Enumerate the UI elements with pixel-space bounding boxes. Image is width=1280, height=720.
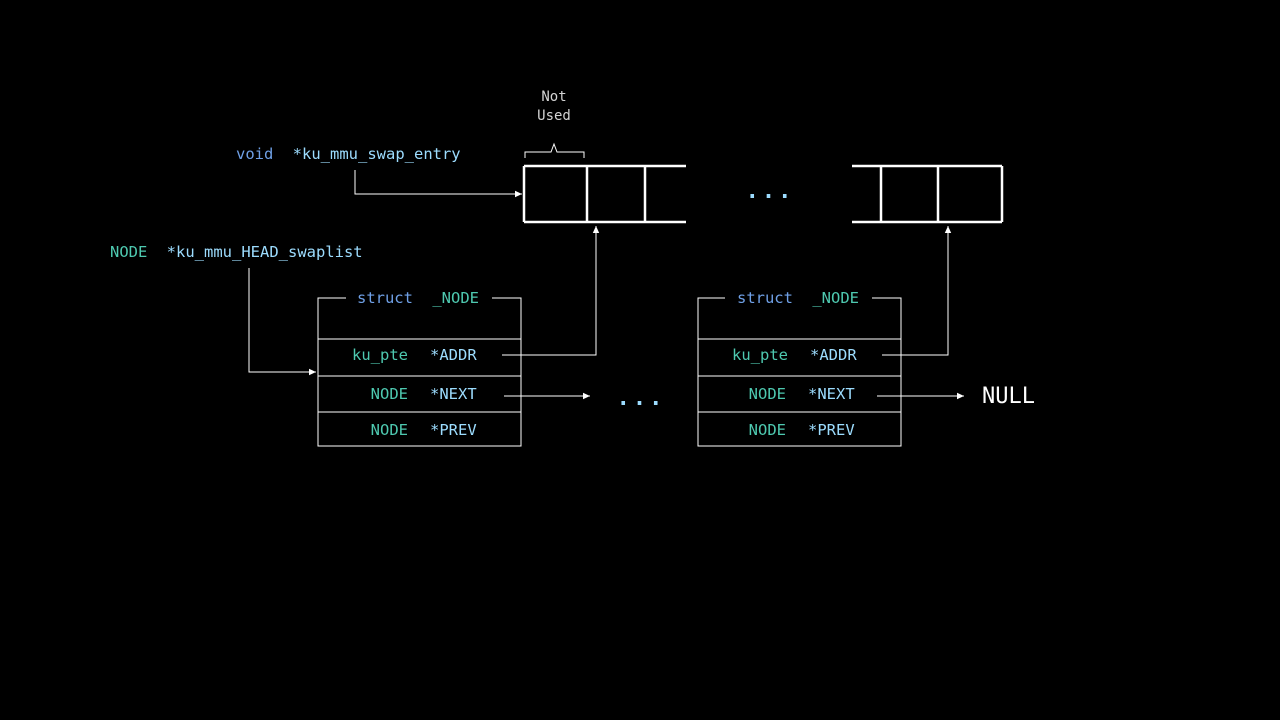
node-1-prev-type: NODE [371, 421, 408, 439]
node-1-title-name: _NODE [432, 289, 479, 307]
node-1-addr-type: ku_pte [352, 346, 408, 364]
node-struct-1: struct _NODE ku_pte *ADDR NODE *NEXT NOD… [317, 289, 522, 447]
node-struct-2: struct _NODE ku_pte *ADDR NODE *NEXT NOD… [697, 289, 902, 447]
node-2-title-name: _NODE [812, 289, 859, 307]
swap-entry-declaration: void *ku_mmu_swap_entry [236, 145, 522, 198]
node-2-next-type: NODE [749, 385, 786, 403]
swap-entry-decl-text: void *ku_mmu_swap_entry [236, 145, 461, 163]
swap-entry-pointer-arrow [354, 170, 522, 198]
node-2-border [697, 297, 902, 447]
node-1-prev-name: *PREV [430, 421, 477, 439]
not-used-label-line2: Used [537, 108, 571, 124]
not-used-annotation: Not Used [524, 89, 585, 158]
node-2-next-name: *NEXT [808, 385, 855, 403]
swap-entry-array: ... [522, 164, 1004, 224]
head-decl-text: NODE *ku_mmu_HEAD_swaplist [110, 243, 363, 261]
node-1-next-name: *NEXT [430, 385, 477, 403]
list-middle-ellipsis: ... [617, 386, 666, 411]
not-used-label-line1: Not [541, 89, 566, 105]
head-decl-name: *ku_mmu_HEAD_swaplist [167, 243, 363, 261]
node-1-border [317, 297, 522, 447]
node-2-prev-name: *PREV [808, 421, 855, 439]
node-2-prev-type: NODE [749, 421, 786, 439]
array-ellipsis: ... [746, 179, 795, 204]
head-declaration: NODE *ku_mmu_HEAD_swaplist [110, 243, 363, 376]
swap-entry-decl-type: void [236, 145, 273, 163]
node-1-addr-name: *ADDR [430, 346, 477, 364]
swap-entry-decl-name: *ku_mmu_swap_entry [293, 145, 461, 163]
null-label: NULL [982, 384, 1035, 409]
head-decl-type: NODE [110, 243, 147, 261]
node-1-next-type: NODE [371, 385, 408, 403]
node-2-title-keyword: struct [737, 289, 793, 307]
head-pointer-arrow [248, 268, 316, 376]
node-2-addr-name: *ADDR [810, 346, 857, 364]
node-2-addr-arrow [882, 226, 952, 356]
node-2-title: struct _NODE [737, 289, 859, 307]
not-used-bracket [524, 142, 585, 158]
node-2-addr-type: ku_pte [732, 346, 788, 364]
node-1-addr-arrow [502, 226, 600, 356]
node-1-title-keyword: struct [357, 289, 413, 307]
node-1-title: struct _NODE [357, 289, 479, 307]
